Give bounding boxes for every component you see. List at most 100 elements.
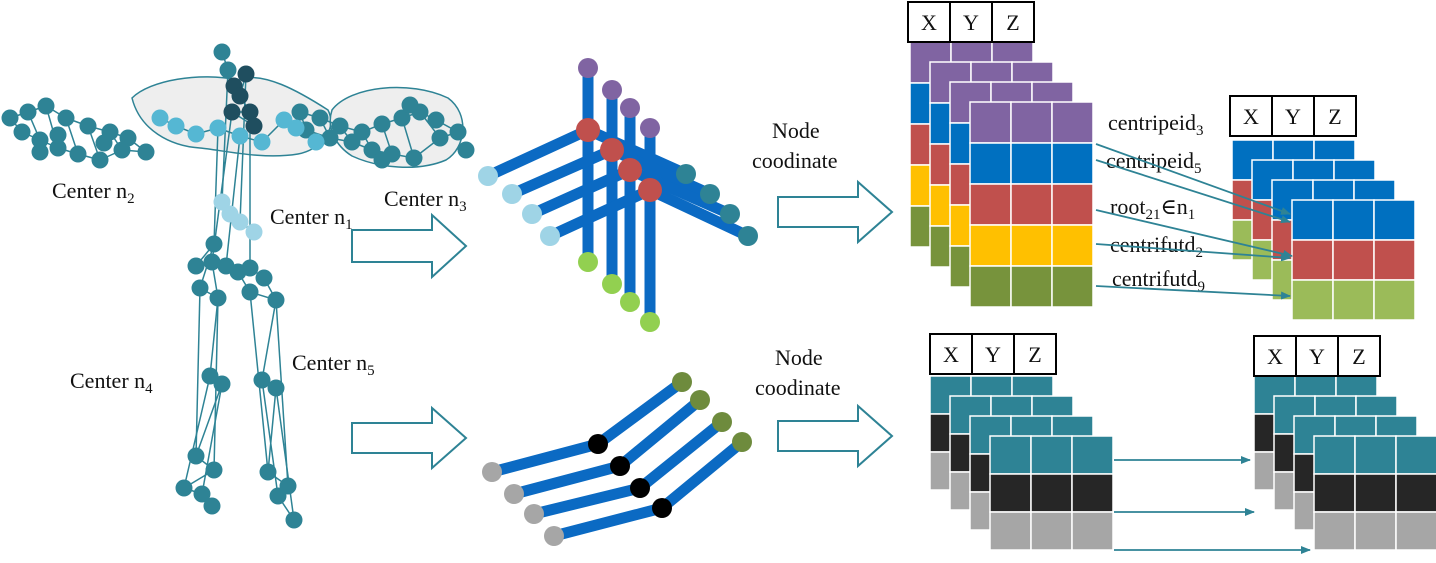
skeleton-joint-56 [245,223,263,241]
stack-bottom-right-axis-z: Z [1352,344,1365,369]
stack-bottom-right-axis-x: X [1267,344,1283,369]
hollow-arrow-skeleton-bottom [351,405,468,471]
connection-arrow-3 [1095,243,1291,262]
node-coordinate-bottom-line2: coodinate [755,375,841,400]
bar-upper-2 [634,416,728,494]
stack-top-left-cell-3-1-1 [1010,142,1053,185]
node-olive-1 [690,390,710,410]
connection-label-2: root21∈n1 [1110,194,1195,223]
hollow-arrow-skeleton-top [351,212,468,280]
bar-lower-2 [528,482,646,520]
skeleton-joint-33 [401,96,419,114]
stack-top-left-header-cell-2 [991,1,1035,43]
stack-bottom-left-header-cell-2 [1013,333,1057,375]
stack-top-right-cell-3-1-2 [1373,239,1416,281]
skeleton-joint-32 [449,123,467,141]
skeleton-joint-4 [79,117,97,135]
hollow-arrow-node-bottom [777,403,894,469]
node-bottom-1 [602,274,622,294]
skeleton-joint-0 [1,109,19,127]
stack-top-left-header-cell-0 [907,1,951,43]
stack-top-left-cell-3-0-2 [1051,101,1094,144]
stack-top-right-cell-3-2-2 [1373,279,1416,321]
stack-top-left-axis-z: Z [1006,10,1019,35]
stack-top-left-cell-3-4-0 [969,265,1012,308]
node-bottom-3 [640,312,660,332]
leg-link-2 [183,375,211,489]
bar-lower-3 [548,502,668,542]
node-olive-0 [672,372,692,392]
connection-label-0: centripeid3 [1108,110,1203,139]
stack-top-left-cell-3-0-1 [1010,101,1053,144]
skeleton-joint-8 [31,131,49,149]
leg-link-0 [195,287,201,457]
skeleton-joint-42 [275,111,293,129]
connection-arrow-4 [1095,285,1291,300]
connection-arrow-2 [1095,209,1293,258]
bar-left-0 [482,124,594,182]
stack-bottom-left-axis-y: Y [985,342,1001,367]
skeleton-joint-38 [187,125,205,143]
bar-left-2 [526,164,636,220]
bar-left-3 [544,184,656,242]
skeleton-joint-49 [231,87,249,105]
stack-bottom-right-cell-3-1-2 [1395,473,1436,513]
connection-label-4: centrifutd9 [1112,266,1205,295]
skeleton-joint-52 [245,117,263,135]
stack-top-left-cell-3-0-0 [969,101,1012,144]
stack-top-left-header-cell-1 [949,1,993,43]
connection-arrow-1 [1095,159,1291,224]
skeleton-joint-14 [31,143,49,161]
skeleton-joint-50 [241,103,259,121]
skeleton-joint-66 [201,367,219,385]
stack-top-left-axis-y: Y [963,10,979,35]
stack-bottom-left-cell-3-2-0 [989,511,1032,551]
node-gray-0 [482,462,502,482]
skeleton-joint-30 [405,149,423,167]
stack-bottom-left-cell-3-1-2 [1071,473,1114,513]
skeleton-joint-10 [69,145,87,163]
stack-top-left-cell-3-2-0 [969,183,1012,226]
skeleton-joint-12 [113,141,131,159]
bar-lower-0 [486,438,604,478]
skeleton-joint-41 [253,133,271,151]
skeleton-graph [1,43,475,529]
node-top-2 [620,98,640,118]
skeleton-joint-74 [267,291,285,309]
skeleton-joint-80 [285,511,303,529]
skeleton-joint-19 [331,117,349,135]
stack-bottom-left-cell-3-2-1 [1030,511,1073,551]
node-gray-1 [504,484,524,504]
skeleton-joint-21 [373,115,391,133]
node-bottom-2 [620,292,640,312]
skeleton-joint-27 [343,133,361,151]
stack-bottom-left-header-cell-1 [971,333,1015,375]
node-center-3 [638,178,662,202]
stack-top-right-cell-3-0-1 [1332,199,1375,241]
node-top-1 [602,80,622,100]
node-right-0 [676,164,696,184]
skeleton-joint-15 [49,126,67,144]
node-coordinate-top-line2: coodinate [752,148,838,173]
torso-link-4 [221,69,229,203]
skeleton-joint-34 [457,141,475,159]
skeleton-joint-37 [167,117,185,135]
stack-bottom-left-axis-z: Z [1028,342,1041,367]
skeleton-joint-73 [241,283,259,301]
skeleton-joint-35 [373,151,391,169]
stack-top-right-cell-3-2-0 [1291,279,1334,321]
skeleton-joint-65 [209,289,227,307]
stack-bottom-right-cell-3-2-1 [1354,511,1397,551]
stack-top-right-header-cell-1 [1271,95,1315,137]
node-left-3 [540,226,560,246]
node-left-2 [522,204,542,224]
label-center-n3: Center n3 [384,186,467,215]
skeleton-joint-64 [191,279,209,297]
skeleton-joint-72 [203,497,221,515]
hollow-arrow-node-top [777,179,894,245]
skeleton-joint-44 [307,133,325,151]
stack-top-left-cell-3-4-2 [1051,265,1094,308]
node-black-2 [630,478,650,498]
stack-top-right-cell-3-1-0 [1291,239,1334,281]
